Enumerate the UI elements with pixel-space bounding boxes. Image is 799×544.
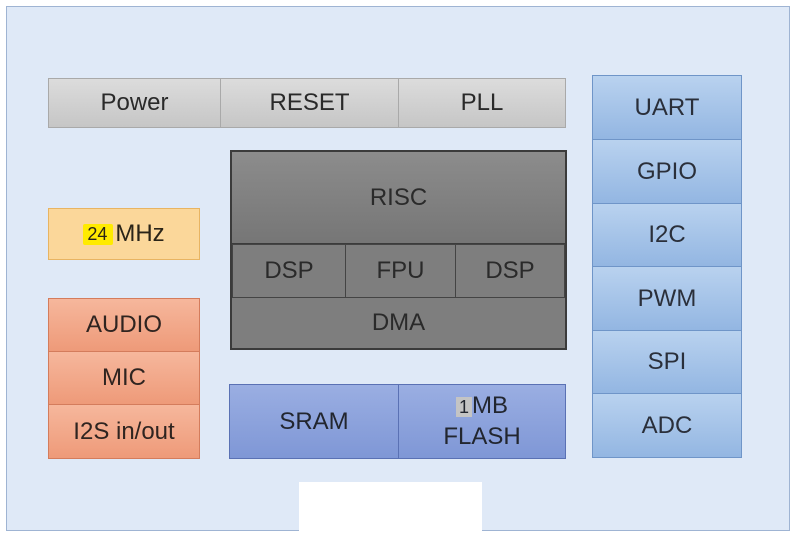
power-block: Power bbox=[48, 78, 221, 128]
reset-block: RESET bbox=[220, 78, 399, 128]
fpu-block: FPU bbox=[345, 244, 456, 298]
i2c-block: I2C bbox=[592, 203, 742, 267]
flash-label: FLASH bbox=[443, 423, 521, 450]
flash-size-unit: MB bbox=[472, 392, 508, 419]
clock-block: 24 MHz bbox=[48, 208, 200, 260]
pll-block: PLL bbox=[398, 78, 566, 128]
clock-frequency-unit: MHz bbox=[115, 220, 165, 247]
pwm-block: PWM bbox=[592, 266, 742, 331]
mic-block: MIC bbox=[48, 351, 200, 405]
dma-block: DMA bbox=[232, 297, 565, 348]
clock-frequency-value: 24 bbox=[83, 223, 114, 245]
uart-block: UART bbox=[592, 75, 742, 140]
gpio-block: GPIO bbox=[592, 139, 742, 204]
dsp-left-block: DSP bbox=[232, 244, 346, 298]
dsp-right-block: DSP bbox=[455, 244, 565, 298]
i2s-block: I2S in/out bbox=[48, 404, 200, 459]
sram-block: SRAM bbox=[229, 384, 399, 459]
audio-block: AUDIO bbox=[48, 298, 200, 352]
spi-block: SPI bbox=[592, 330, 742, 394]
adc-block: ADC bbox=[592, 393, 742, 458]
risc-block: RISC bbox=[232, 152, 565, 244]
flash-size-value: 1 bbox=[455, 397, 472, 417]
blank-label-box bbox=[299, 482, 482, 534]
